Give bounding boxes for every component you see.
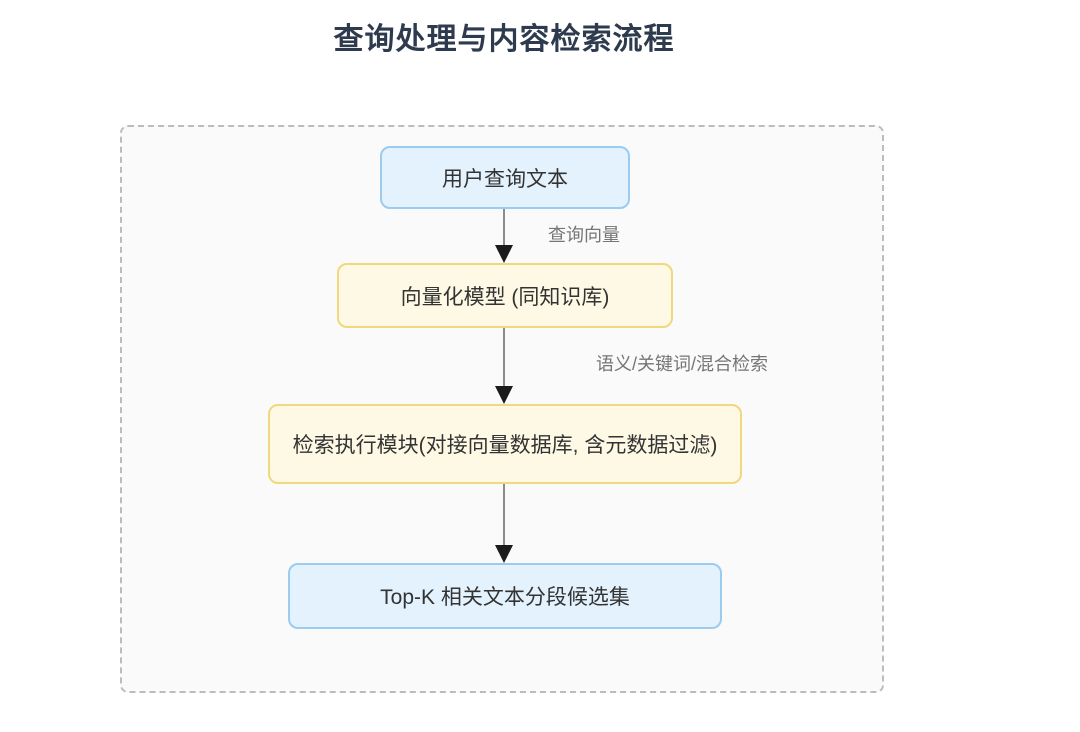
edge-label-retrieval-modes: 语义/关键词/混合检索 xyxy=(596,354,769,374)
node-retrieval-execution-module: 检索执行模块(对接向量数据库, 含元数据过滤) xyxy=(268,404,742,484)
node-retrieval-execution-module-label: 检索执行模块(对接向量数据库, 含元数据过滤) xyxy=(292,434,718,457)
arrow-down-icon xyxy=(495,545,513,563)
node-vectorization-model-label: 向量化模型 (同知识库) xyxy=(400,285,610,309)
page-title: 查询处理与内容检索流程 xyxy=(333,23,675,56)
node-topk-candidate-set: Top-K 相关文本分段候选集 xyxy=(288,563,722,629)
edge-line-query-to-model xyxy=(503,209,505,245)
node-user-query-text: 用户查询文本 xyxy=(380,146,630,209)
edge-line-retrieval-to-topk xyxy=(503,484,505,545)
node-vectorization-model: 向量化模型 (同知识库) xyxy=(337,263,673,328)
arrow-down-icon xyxy=(495,386,513,404)
edge-line-model-to-retrieval xyxy=(503,328,505,386)
arrow-down-icon xyxy=(495,245,513,263)
node-topk-candidate-set-label: Top-K 相关文本分段候选集 xyxy=(380,586,630,609)
edge-label-query-vector: 查询向量 xyxy=(548,225,620,245)
node-user-query-text-label: 用户查询文本 xyxy=(442,167,568,191)
